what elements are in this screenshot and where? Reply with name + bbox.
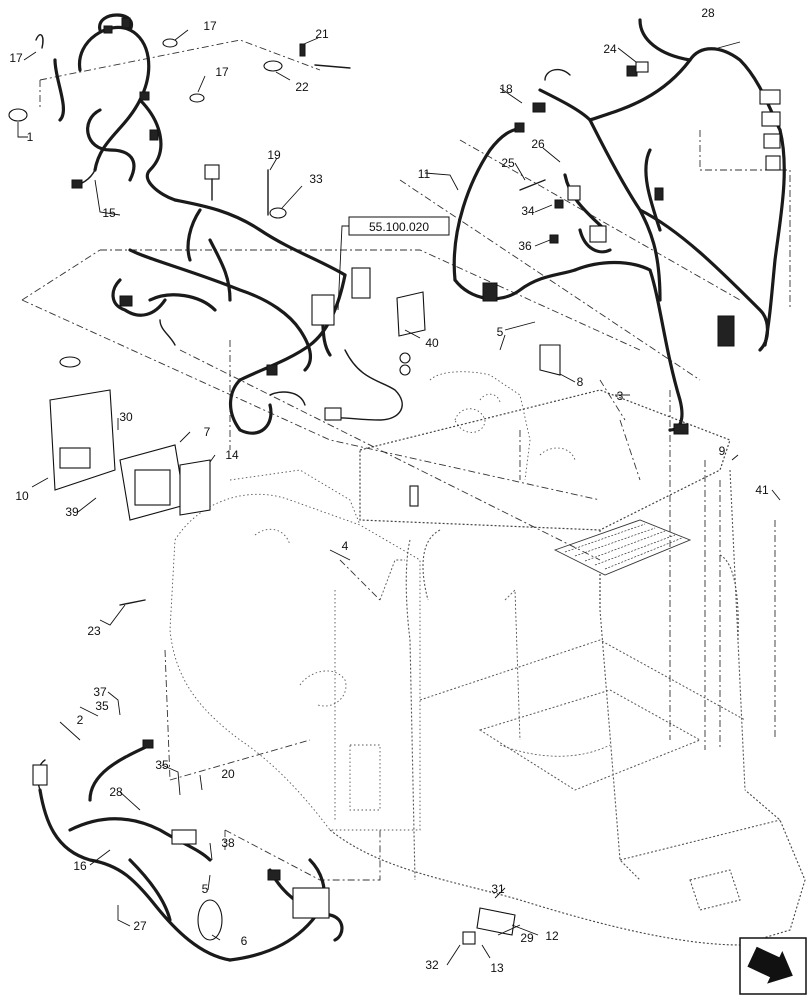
callout-6: 6 <box>241 934 248 948</box>
callout-31: 31 <box>491 882 505 896</box>
roof-grille <box>553 519 692 576</box>
callout-17: 17 <box>203 19 217 33</box>
cab-frame <box>169 371 806 946</box>
callout-14: 14 <box>225 448 239 462</box>
callout-40: 40 <box>425 336 439 350</box>
callout-4: 4 <box>342 539 349 553</box>
construction-lines <box>21 39 791 881</box>
callout-17: 17 <box>9 51 23 65</box>
callout-41: 41 <box>755 483 769 497</box>
callout-21: 21 <box>315 27 329 41</box>
callout-36: 36 <box>518 239 532 253</box>
arrow-icon[interactable] <box>739 937 807 995</box>
callout-26: 26 <box>531 137 545 151</box>
reference-box-label: 55.100.020 <box>369 220 429 234</box>
callout-18: 18 <box>499 82 513 96</box>
callout-8: 8 <box>577 375 584 389</box>
callouts: 1 2 3 4 5 5 6 7 8 9 10 11 12 13 14 15 16… <box>9 6 781 975</box>
callout-9: 9 <box>719 444 726 458</box>
callout-11: 11 <box>418 167 431 181</box>
callout-19: 19 <box>267 148 281 162</box>
callout-2: 2 <box>77 713 84 727</box>
callout-17: 17 <box>215 65 229 79</box>
harness-main <box>111 164 403 435</box>
callout-16: 16 <box>73 859 87 873</box>
callout-10: 10 <box>15 489 29 503</box>
callout-25: 25 <box>501 156 515 170</box>
callout-28: 28 <box>109 785 123 799</box>
callout-27: 27 <box>133 919 147 933</box>
callout-35: 35 <box>155 758 169 772</box>
callout-35: 35 <box>95 699 109 713</box>
callout-28: 28 <box>701 6 715 20</box>
callout-5: 5 <box>497 325 504 339</box>
callout-13: 13 <box>490 961 504 975</box>
callout-30: 30 <box>119 410 133 424</box>
callout-32: 32 <box>425 958 439 972</box>
reference-box[interactable]: 55.100.020 <box>337 216 450 311</box>
callout-37: 37 <box>93 685 107 699</box>
callout-33: 33 <box>309 172 323 186</box>
callout-24: 24 <box>603 42 617 56</box>
callout-5: 5 <box>202 882 209 896</box>
callout-38: 38 <box>221 836 235 850</box>
callout-39: 39 <box>65 505 79 519</box>
callout-15: 15 <box>102 206 116 220</box>
callout-1: 1 <box>27 130 34 144</box>
callout-3: 3 <box>617 389 624 403</box>
harness-11 <box>452 18 786 435</box>
callout-23: 23 <box>87 624 101 638</box>
callout-12: 12 <box>545 929 559 943</box>
callout-22: 22 <box>295 80 309 94</box>
harness-15 <box>53 13 177 202</box>
callout-29: 29 <box>520 931 534 945</box>
callout-20: 20 <box>221 767 235 781</box>
small-parts <box>8 34 649 945</box>
callout-7: 7 <box>204 425 211 439</box>
harness-16 <box>32 739 344 962</box>
callout-34: 34 <box>521 204 535 218</box>
